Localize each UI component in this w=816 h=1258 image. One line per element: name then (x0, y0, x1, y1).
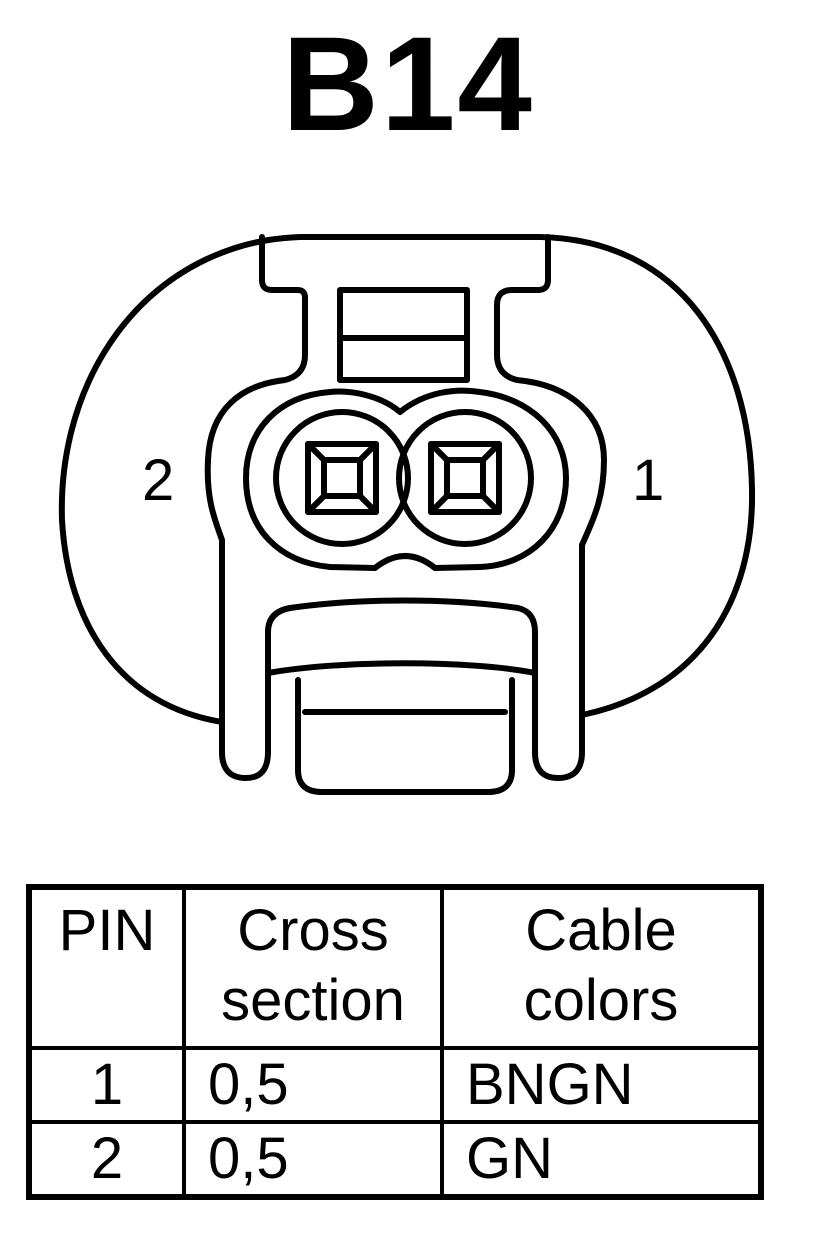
cavity-pin-1 (396, 409, 534, 547)
connector-face-drawing: 2 1 (58, 234, 756, 795)
header-cable-colors: Cable colors (440, 885, 763, 1050)
housing-outline (58, 234, 756, 725)
cell-cable-color: BNGN (440, 1046, 763, 1124)
cell-cross-section: 0,5 (182, 1046, 444, 1124)
pin-label-1: 1 (632, 448, 664, 513)
header-cross-section: Cross section (182, 885, 444, 1050)
cell-cross-section: 0,5 (182, 1120, 444, 1199)
header-cross-line1: Cross (237, 898, 389, 963)
cavity-pin-2 (273, 409, 411, 547)
header-cross-line2: section (221, 968, 405, 1033)
connector-title: B14 (282, 10, 534, 159)
cavity-ring (243, 387, 569, 571)
table-row: 1 0,5 BNGN (27, 1046, 763, 1124)
pin-label-2: 2 (142, 448, 174, 513)
cell-cable-color: GN (440, 1120, 763, 1199)
cell-pin: 2 (27, 1120, 186, 1199)
table-row: 2 0,5 GN (27, 1120, 763, 1199)
header-color-line1: Cable (525, 898, 677, 963)
connector-diagram: 2 1 (0, 220, 816, 820)
header-pin: PIN (27, 885, 186, 1050)
lock-tab (265, 597, 538, 676)
top-latch (204, 234, 308, 781)
key-tab (295, 677, 515, 795)
header-color-line2: colors (523, 968, 679, 1033)
terminal-pin-2 (305, 441, 379, 515)
pin-assignment-table: PIN Cross section Cable colors 1 0,5 BNG… (26, 884, 764, 1200)
cell-pin: 1 (27, 1046, 186, 1124)
terminal-pin-1 (428, 441, 502, 515)
table-header-row: PIN Cross section Cable colors (27, 885, 763, 1050)
